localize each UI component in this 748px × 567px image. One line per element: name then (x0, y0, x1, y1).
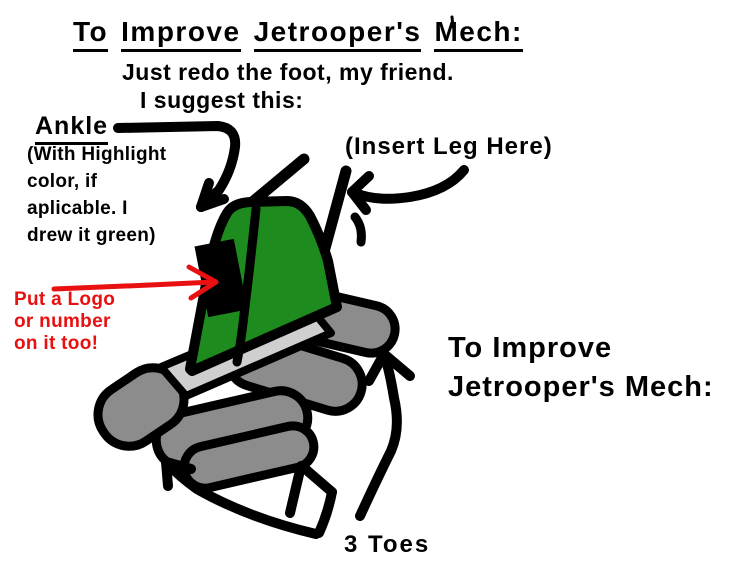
title-word: Jetrooper's (253, 16, 422, 52)
right-title-line: Jetrooper's Mech: (448, 371, 714, 403)
logo-arrow (51, 264, 219, 301)
logo-note: Put a Logo or number on it too! (14, 289, 115, 355)
logo-note-line: or number (14, 311, 111, 332)
right-title: To Improve Jetrooper's Mech: (448, 329, 714, 407)
ankle-face-divider (232, 204, 261, 367)
logo-note-line: on it too! (14, 333, 99, 354)
ankle-note-line: color, if (27, 171, 98, 192)
title-word: Improve (121, 16, 241, 52)
ankle-arrow (113, 121, 241, 212)
ankle-note-line: (With Highlight (27, 144, 167, 165)
insert-leg-arrow (347, 165, 469, 215)
insert-leg-label: (Insert Leg Here) (345, 133, 553, 160)
suggestion-text: I suggest this: (140, 87, 304, 113)
right-toe-arrow (355, 349, 415, 521)
title-word: Mech: (434, 16, 523, 52)
ankle-note: (With Highlight color, if aplicable. I d… (27, 141, 166, 249)
annotation-arrows (113, 121, 469, 539)
toes-label: 3 Toes (344, 531, 431, 558)
leg-line-left (244, 153, 310, 210)
leg-line-stub (350, 212, 366, 247)
page-title: To Improve Jetrooper's Mech: (73, 16, 536, 52)
ankle-note-line: aplicable. I (27, 198, 128, 219)
logo-panel (194, 238, 248, 318)
right-title-line: To Improve (448, 332, 613, 364)
title-word: To (73, 16, 109, 52)
ankle-label: Ankle (35, 112, 109, 145)
logo-note-line: Put a Logo (14, 289, 116, 310)
middle-toe-arrow (285, 461, 337, 538)
left-toe-arrow (161, 457, 321, 539)
ankle-note-line: drew it green) (27, 225, 156, 246)
stray-tick-mark (450, 15, 455, 29)
subtitle-text: Just redo the foot, my friend. (122, 59, 454, 85)
